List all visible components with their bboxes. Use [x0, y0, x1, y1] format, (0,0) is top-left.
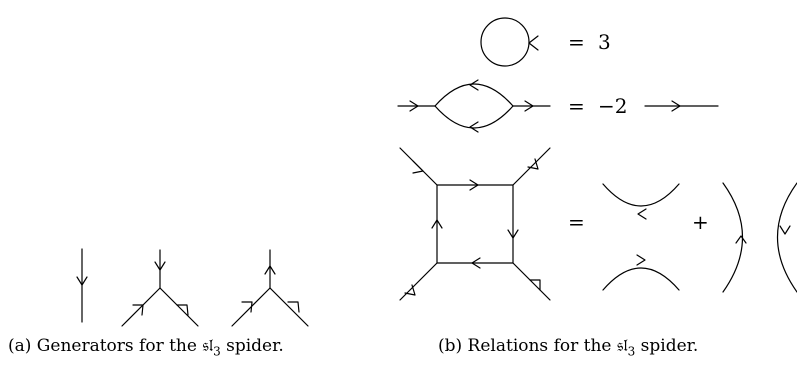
caption-relations-symbol: 𝔰𝔩	[616, 336, 628, 356]
caption-generators: (a) Generators for the 𝔰𝔩3 spider.	[8, 336, 284, 358]
bubble-value: −2	[598, 94, 627, 118]
relation-bubble-rhs-strand	[644, 100, 719, 112]
caption-generators-symbol: 𝔰𝔩	[202, 336, 214, 356]
relation-bubble	[397, 79, 551, 133]
relation-square-term2	[722, 182, 797, 293]
generator-vertex-sink	[121, 249, 199, 327]
caption-generators-sub: 3	[213, 344, 221, 359]
caption-relations-sub: 3	[627, 344, 636, 359]
square-plus: +	[692, 210, 709, 234]
caption-generators-prefix: (a) Generators for the	[8, 336, 197, 356]
loop-equals: =	[568, 30, 585, 54]
caption-relations-suffix: spider.	[640, 336, 699, 356]
relation-square	[399, 147, 551, 301]
bubble-equals: =	[568, 94, 585, 118]
relation-loop	[480, 17, 539, 67]
caption-relations-prefix: (b) Relations for the	[438, 336, 612, 356]
caption-generators-suffix: spider.	[226, 336, 284, 356]
generator-strand	[76, 248, 88, 323]
generator-vertex-source	[231, 249, 309, 327]
loop-value: 3	[598, 30, 611, 54]
caption-relations: (b) Relations for the 𝔰𝔩3 spider.	[438, 336, 698, 358]
relation-square-term1	[602, 183, 680, 291]
square-equals: =	[568, 210, 585, 234]
